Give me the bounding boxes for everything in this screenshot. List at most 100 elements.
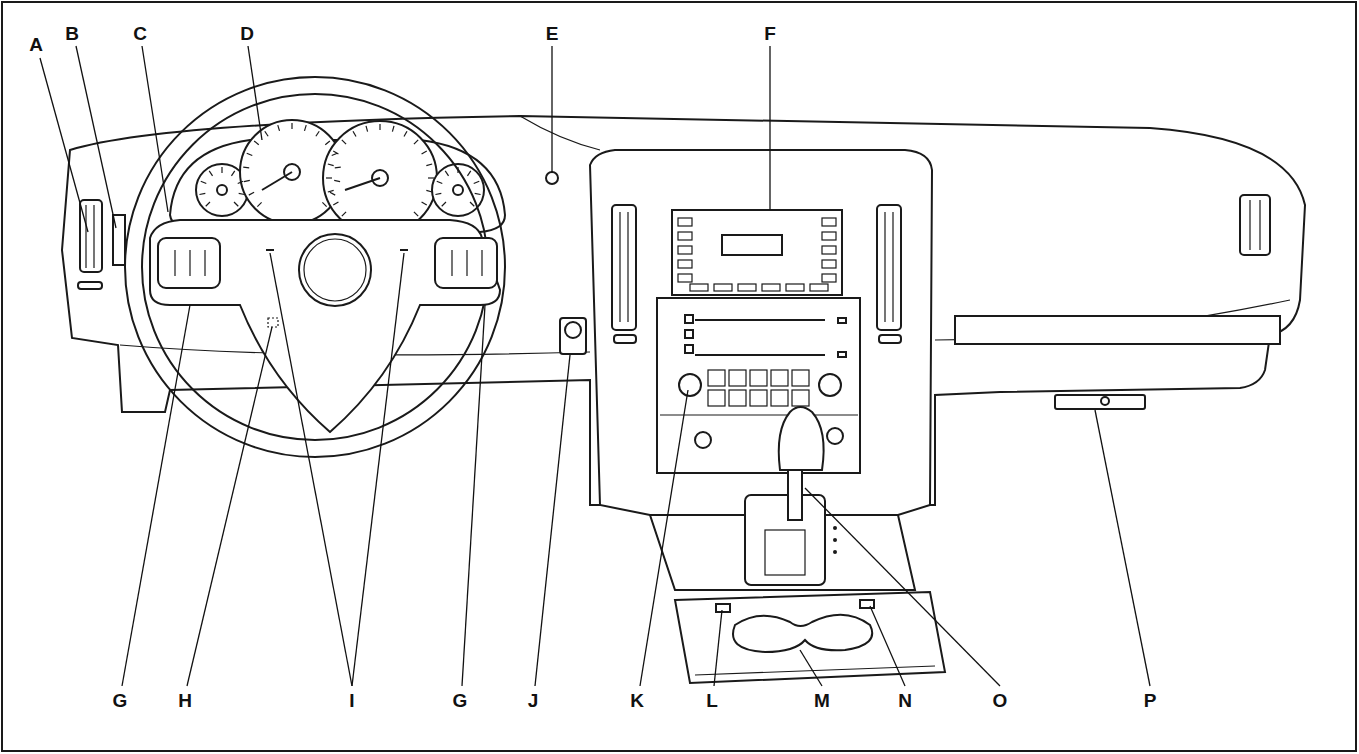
- shift-gate: [745, 495, 825, 585]
- leader-lines: [40, 46, 1150, 686]
- airbag-emblem: [299, 234, 371, 306]
- vent-slat: [93, 205, 94, 268]
- climate-button: [771, 390, 788, 406]
- gauge-tick: [221, 167, 222, 173]
- air-vent: [80, 200, 102, 272]
- climate-button: [750, 390, 767, 406]
- leader-line: [462, 305, 485, 686]
- callout-letter: G: [453, 691, 468, 710]
- gauge-tick: [247, 153, 253, 155]
- radio-button: [685, 315, 693, 323]
- screen-button: [690, 284, 708, 291]
- pad-button: [204, 250, 205, 276]
- radio-button: [685, 330, 693, 338]
- airbag-emblem-ring: [304, 239, 366, 301]
- climate-button: [792, 370, 809, 386]
- gauge-tick: [422, 202, 427, 205]
- climate-button: [792, 390, 809, 406]
- callout-letter: G: [113, 691, 128, 710]
- gear-dot: [833, 550, 837, 554]
- gauge-tick: [332, 153, 338, 155]
- gauge-tick: [470, 202, 474, 206]
- horn-symbol: [400, 249, 408, 251]
- gauge-tick: [322, 202, 326, 206]
- leader-line: [640, 390, 688, 686]
- leader-line: [142, 46, 168, 212]
- gauge-tick: [414, 140, 418, 144]
- cupholder: [733, 615, 872, 652]
- gauge-tick: [428, 177, 434, 178]
- callout-letter: J: [528, 691, 539, 710]
- gauge-tick: [254, 141, 259, 145]
- center-stack: [590, 150, 932, 515]
- gauge-tick: [335, 167, 341, 169]
- screen-button: [822, 246, 836, 254]
- gauge-tick: [333, 202, 338, 205]
- climate-buttons: [708, 370, 809, 406]
- screen-button: [822, 274, 836, 282]
- gauge-tick: [234, 202, 238, 206]
- gauge-tick: [238, 181, 244, 183]
- control-knob: [679, 374, 701, 396]
- screen-button: [822, 218, 836, 226]
- gauge-tick: [404, 131, 407, 136]
- screen-button: [738, 284, 756, 291]
- vent-slat: [1259, 200, 1260, 250]
- vent-slat: [85, 205, 86, 268]
- gauge-tick: [366, 126, 368, 132]
- callout-letter: O: [993, 691, 1008, 710]
- callout-letter: F: [764, 24, 776, 43]
- gauge-tick: [328, 164, 334, 166]
- gauge-tick: [231, 171, 234, 176]
- callout-letter: D: [240, 24, 254, 43]
- gauge-tick: [442, 202, 446, 206]
- callout-letter: K: [630, 691, 644, 710]
- shift-boot: [765, 530, 805, 575]
- glove-box-handle: [1055, 395, 1145, 409]
- callout-letter: I: [349, 691, 354, 710]
- gauge-tick: [333, 151, 338, 154]
- gauge-needle: [262, 172, 292, 190]
- air-vent: [1240, 195, 1270, 255]
- leader-line: [122, 305, 190, 686]
- gear-dot: [833, 526, 837, 530]
- vent-slat: [627, 212, 628, 322]
- panel-seam: [660, 414, 858, 415]
- pad-button: [189, 250, 190, 276]
- gauge-tick: [414, 212, 418, 216]
- callout-letter: H: [178, 691, 192, 710]
- screen-button: [786, 284, 804, 291]
- gauge-tick: [304, 125, 306, 131]
- callout-letter: P: [1144, 691, 1157, 710]
- leader-line: [714, 610, 722, 686]
- callout-letter: L: [706, 691, 718, 710]
- leader-line: [352, 253, 404, 686]
- leader-line: [551, 46, 552, 172]
- gauge-tick: [445, 171, 448, 176]
- pad-button: [466, 250, 467, 276]
- gauge-tick: [334, 180, 340, 181]
- screen-button: [714, 284, 732, 291]
- callout-letter: B: [65, 24, 79, 43]
- console-button: [860, 600, 874, 608]
- gear-dot: [833, 538, 837, 542]
- leader-line: [270, 253, 352, 686]
- gauge-tick: [206, 202, 210, 206]
- gauge: [432, 164, 484, 216]
- screen-button: [762, 284, 780, 291]
- radio-button: [838, 352, 846, 357]
- vent-knob: [614, 335, 636, 343]
- gauge-tick: [437, 181, 443, 183]
- screen-button: [810, 284, 828, 291]
- trim-strip: [955, 316, 1280, 344]
- gauge-ticks: [199, 123, 480, 216]
- gauge-tick: [199, 193, 205, 194]
- switch: [695, 432, 711, 448]
- climate-button: [729, 390, 746, 406]
- gauge-tick: [291, 123, 292, 129]
- vent-slat: [892, 212, 893, 322]
- gauge-tick: [353, 131, 356, 136]
- gauge-tick: [257, 202, 261, 206]
- screen-button: [822, 232, 836, 240]
- vent-knob: [879, 335, 901, 343]
